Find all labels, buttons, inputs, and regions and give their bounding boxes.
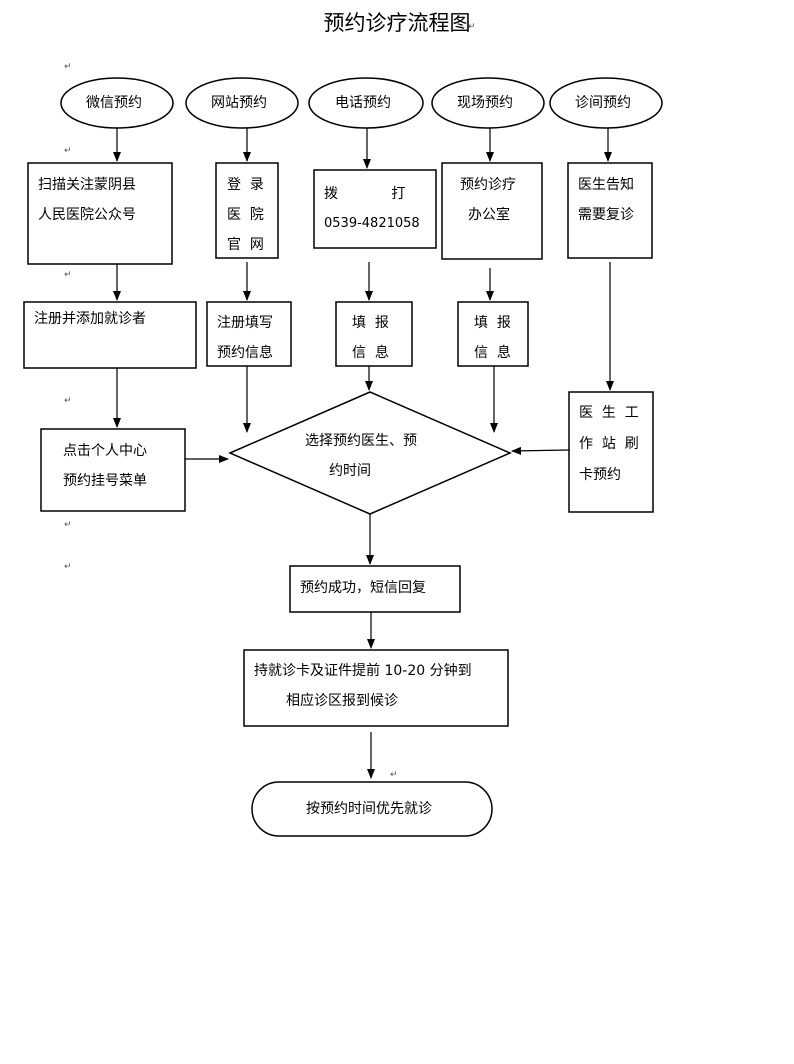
label-wechat: 微信预约 — [86, 95, 142, 111]
node-phone-oval — [308, 77, 424, 129]
text-clinic-2-line2: 作 站 刷 — [579, 436, 639, 452]
paragraph-mark: ↵ — [390, 770, 398, 780]
paragraph-mark: ↵ — [468, 22, 476, 32]
node-clinic-oval — [549, 77, 663, 129]
node-phone-2-box — [335, 301, 413, 367]
text-phone-1-number: 0539-4821058 — [324, 216, 420, 231]
label-clinic: 诊间预约 — [575, 95, 631, 111]
text-onsite-1-line2: 办公室 — [468, 207, 510, 223]
paragraph-mark: ↵ — [64, 270, 72, 280]
text-wechat-2: 注册并添加就诊者 — [34, 311, 146, 327]
node-clinic-2-box — [568, 391, 654, 513]
paragraph-mark: ↵ — [64, 562, 72, 572]
paragraph-mark: ↵ — [64, 146, 72, 156]
text-success: 预约成功，短信回复 — [300, 580, 426, 596]
text-final: 按预约时间优先就诊 — [306, 801, 432, 817]
paragraph-mark: ↵ — [64, 396, 72, 406]
node-wechat-3-box — [40, 428, 186, 512]
text-wechat-1-line2: 人民医院公众号 — [38, 207, 136, 223]
node-bring-box — [243, 649, 509, 727]
node-phone-1-box — [313, 169, 437, 249]
text-bring-line2: 相应诊区报到候诊 — [286, 693, 398, 709]
text-website-1-line1: 登 录 — [227, 177, 264, 193]
text-phone-1-line1: 拨 打 — [324, 186, 406, 202]
node-wechat-1-box — [27, 162, 173, 265]
node-website-1-box — [215, 162, 279, 259]
text-phone-2-line1: 填 报 — [352, 315, 389, 331]
node-select-diamond — [228, 391, 512, 515]
paragraph-mark: ↵ — [64, 520, 72, 530]
text-onsite-1-line1: 预约诊疗 — [460, 177, 516, 193]
text-select-line1: 选择预约医生、预 — [305, 433, 417, 449]
text-onsite-2-line1: 填 报 — [474, 315, 511, 331]
label-website: 网站预约 — [211, 95, 267, 111]
arrow-clinic-step2-to-select — [511, 446, 570, 455]
text-bring-line1: 持就诊卡及证件提前 10-20 分钟到 — [254, 663, 472, 679]
label-phone: 电话预约 — [335, 95, 391, 111]
text-website-1-line2: 医 院 — [227, 207, 264, 223]
node-clinic-1-box — [567, 162, 653, 259]
node-wechat-2-box — [23, 301, 197, 369]
text-clinic-2-line1: 医 生 工 — [579, 405, 639, 421]
text-wechat-1-line1: 扫描关注蒙阴县 — [38, 177, 136, 193]
node-onsite-oval — [431, 77, 545, 129]
page-title: 预约诊疗流程图 — [323, 11, 471, 35]
node-onsite-2-box — [457, 301, 529, 367]
text-wechat-3-line2: 预约挂号菜单 — [63, 473, 147, 489]
text-clinic-1-line2: 需要复诊 — [578, 207, 634, 223]
node-website-2-box — [206, 301, 292, 367]
text-clinic-2-line3: 卡预约 — [579, 467, 621, 483]
text-phone-2-line2: 信 息 — [352, 345, 389, 361]
text-website-1-line3: 官 网 — [227, 237, 264, 253]
text-website-2-line1: 注册填写 — [217, 315, 273, 331]
text-wechat-3-line1: 点击个人中心 — [63, 443, 147, 459]
node-onsite-1-box — [441, 162, 543, 260]
label-onsite: 现场预约 — [457, 95, 513, 111]
text-select-line2: 约时间 — [329, 463, 371, 479]
text-website-2-line2: 预约信息 — [217, 345, 273, 361]
node-final-oval — [251, 781, 493, 837]
node-website-oval — [185, 77, 299, 129]
paragraph-mark: ↵ — [64, 62, 72, 72]
text-clinic-1-line1: 医生告知 — [578, 177, 634, 193]
node-success-box — [289, 565, 461, 613]
text-onsite-2-line2: 信 息 — [474, 345, 511, 361]
